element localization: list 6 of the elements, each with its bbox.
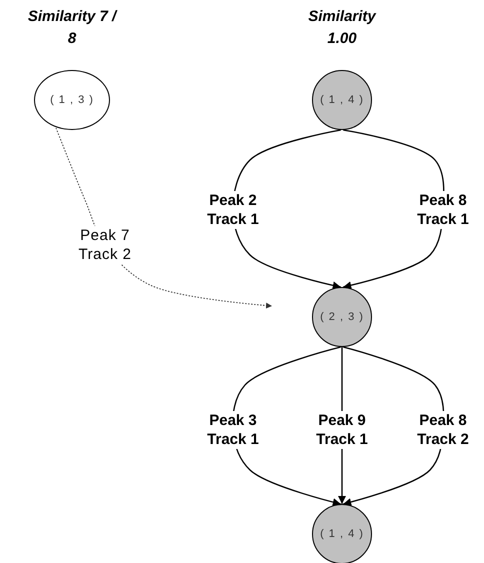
node-label: ( 1 , 4 )	[320, 94, 364, 106]
node-label: ( 2 , 3 )	[320, 311, 364, 323]
column-heading: Similarity 1.00	[307, 7, 378, 49]
node-label: ( 1 , 3 )	[50, 94, 94, 106]
column-heading: Similarity 7 / 8	[27, 7, 117, 49]
node-label: ( 1 , 4 )	[320, 528, 364, 540]
